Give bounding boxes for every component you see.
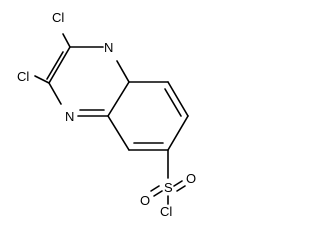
- structure-diagram: Cl Cl N N S O O Cl: [17, 10, 196, 219]
- bond-c8-c7: [167, 81, 189, 117]
- atom-o-right: O: [186, 171, 196, 186]
- bond-c4a-c8a: [107, 81, 130, 117]
- atom-n-bottom: N: [65, 109, 74, 124]
- atom-s: S: [164, 180, 173, 195]
- bond-c2-c3: [48, 46, 71, 84]
- atom-cl-sulfonyl: Cl: [160, 204, 172, 219]
- atom-cl-top: Cl: [52, 10, 64, 25]
- atom-cl-left: Cl: [17, 69, 29, 84]
- bond-s-o-right-double: [176, 185, 186, 192]
- bond-c8-c7-double: [164, 88, 182, 117]
- bond-c2-c3-double: [46, 51, 64, 80]
- bond-c7-c6: [167, 115, 189, 151]
- bond-c2-cl: [62, 33, 71, 48]
- atom-o-left: O: [140, 193, 150, 208]
- bond-c5-c4a: [107, 115, 130, 151]
- bond-s-o-right: [173, 180, 183, 187]
- bond-s-o-left: [153, 190, 163, 197]
- atom-n-top: N: [104, 40, 113, 55]
- bond-s-o-left-double: [150, 185, 160, 192]
- bond-c3-cl: [34, 75, 50, 84]
- molecule-drawing: Cl Cl N N S O O Cl: [17, 10, 196, 219]
- bond-c3-n4: [48, 82, 62, 105]
- bond-c8a-n1: [116, 60, 130, 83]
